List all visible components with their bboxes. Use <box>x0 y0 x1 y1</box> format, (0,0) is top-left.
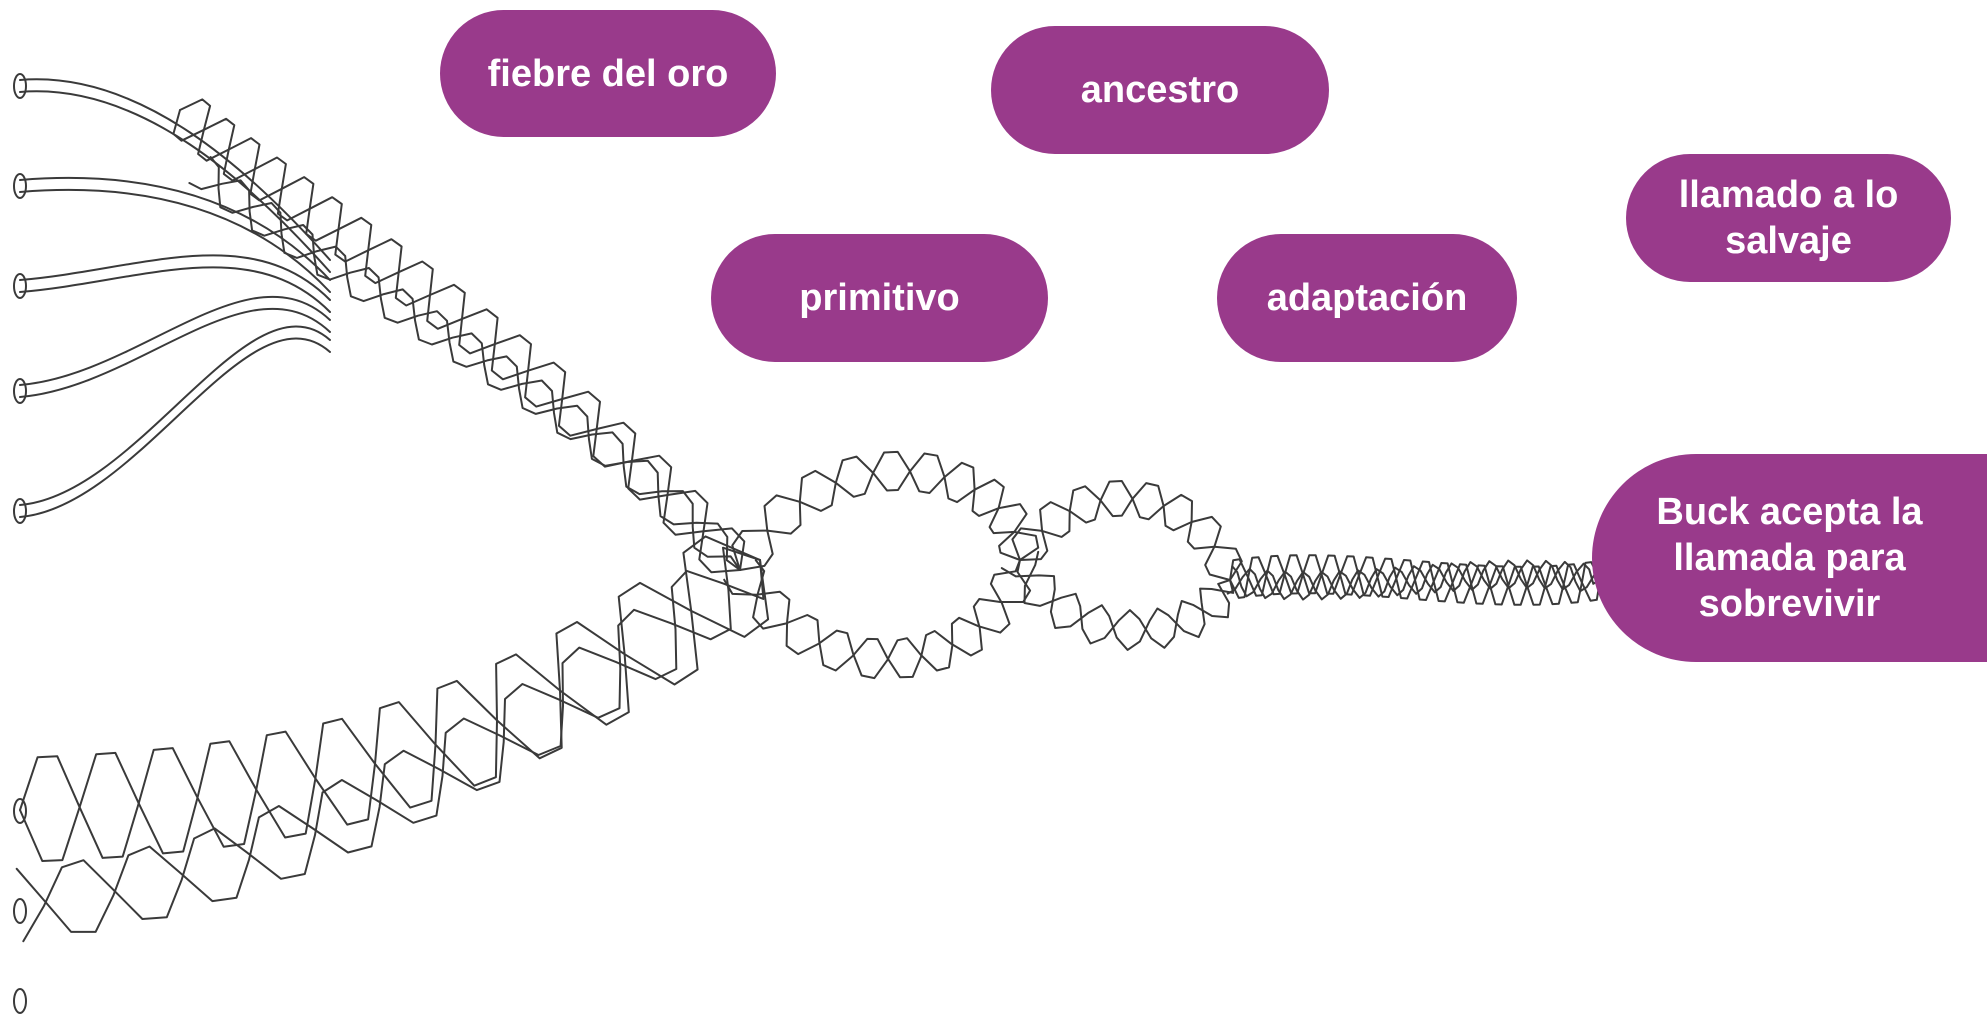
loop-braid-strand <box>731 450 1028 571</box>
lower-braid-strand <box>19 535 761 862</box>
rope-strand <box>19 295 331 386</box>
upper-braid-strand <box>188 179 741 571</box>
lower-braid-strand <box>19 559 770 859</box>
rope-end <box>13 378 27 404</box>
tag-llamado-a-lo-salvaje: llamado a lo salvaje <box>1626 154 1951 282</box>
rope-strand <box>19 254 331 301</box>
loop-braid-strand <box>1023 550 1231 649</box>
tag-primitivo: primitivo <box>711 234 1048 362</box>
tag-buck-acepta-la-llamada: Buck acepta la llamada para sobrevivir <box>1592 454 1987 662</box>
rope-end <box>13 498 27 524</box>
loop-braid-strand <box>1019 480 1243 581</box>
rope-strand <box>19 188 331 293</box>
rope-strand <box>19 307 331 398</box>
lower-braid-strand <box>22 559 765 943</box>
loop-braid-strand <box>723 559 1021 680</box>
loop-braid-strand <box>752 559 1032 679</box>
tail-braid-strand <box>1226 559 1601 601</box>
loop-braid-strand <box>1011 482 1231 581</box>
rope-strand <box>19 337 331 518</box>
rope-end <box>13 173 27 199</box>
tail-braid-strand <box>1231 559 1601 601</box>
rope-end <box>13 73 27 99</box>
tag-ancestro: ancestro <box>991 26 1329 154</box>
rope-end <box>13 898 27 924</box>
rope-strand <box>19 78 331 261</box>
rope-end <box>13 798 27 824</box>
lower-braid-strand <box>15 546 761 933</box>
rope-strand <box>19 90 331 273</box>
loop-braid-strand <box>739 452 1040 571</box>
loop-braid-strand <box>1000 567 1235 651</box>
rope-strand <box>19 266 331 313</box>
rope-strand <box>19 325 331 506</box>
rope-end <box>13 273 27 299</box>
tag-fiebre-del-oro: fiebre del oro <box>440 10 776 137</box>
tag-adaptacion: adaptación <box>1217 234 1517 362</box>
upper-braid-strand <box>209 156 741 571</box>
rope-strand <box>19 176 331 281</box>
rope-end <box>13 988 27 1014</box>
